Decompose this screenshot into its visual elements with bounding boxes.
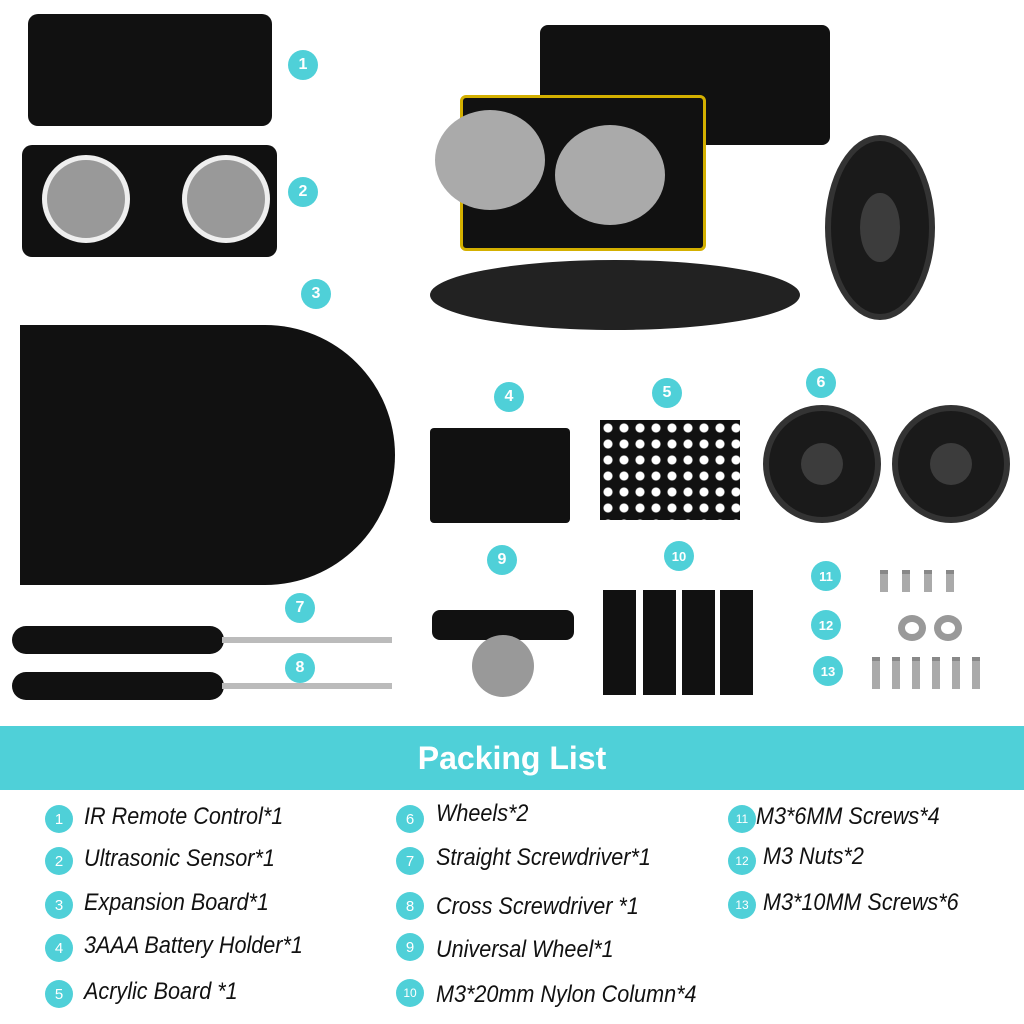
list-badge: 10 [396, 979, 424, 1007]
photo-badge-7: 7 [285, 593, 315, 623]
list-badge: 5 [45, 980, 73, 1008]
list-item: Acrylic Board *1 [84, 978, 238, 1005]
list-badge: 7 [396, 847, 424, 875]
list-badge: 12 [728, 847, 756, 875]
ultrasonic-sensor-image [22, 145, 277, 257]
list-item: Ultrasonic Sensor*1 [84, 845, 275, 872]
m3-10mm-screws-image [872, 657, 992, 691]
photo-badge-2: 2 [288, 177, 318, 207]
photo-badge-10: 10 [664, 541, 694, 571]
list-badge: 11 [728, 805, 756, 833]
straight-screwdriver-image [12, 626, 392, 656]
list-badge: 4 [45, 934, 73, 962]
photo-badge-5: 5 [652, 378, 682, 408]
m3-6mm-screws-image [880, 570, 970, 592]
cross-screwdriver-image [12, 672, 392, 702]
photo-badge-1: 1 [288, 50, 318, 80]
universal-wheel-image [432, 580, 574, 710]
list-item: Straight Screwdriver*1 [436, 844, 651, 871]
expansion-board-image [20, 325, 395, 585]
list-item: Expansion Board*1 [84, 889, 269, 916]
acrylic-board-image [600, 420, 740, 520]
battery-holder-image [430, 428, 570, 523]
wheel-image [763, 405, 881, 523]
list-badge: 2 [45, 847, 73, 875]
photo-badge-3: 3 [301, 279, 331, 309]
nylon-columns-image [603, 590, 753, 695]
photo-badge-11: 11 [811, 561, 841, 591]
list-badge: 9 [396, 933, 424, 961]
list-item: M3*10MM Screws*6 [763, 889, 959, 916]
photo-badge-9: 9 [487, 545, 517, 575]
list-item: Wheels*2 [436, 800, 529, 827]
photo-badge-4: 4 [494, 382, 524, 412]
list-item: M3*20mm Nylon Column*4 [436, 981, 697, 1008]
list-badge: 13 [728, 891, 756, 919]
list-item: 3AAA Battery Holder*1 [84, 932, 303, 959]
list-badge: 6 [396, 805, 424, 833]
list-badge: 3 [45, 891, 73, 919]
m3-nuts-image [898, 615, 968, 643]
photo-badge-8: 8 [285, 653, 315, 683]
robot-car-image [430, 25, 960, 355]
list-item: Universal Wheel*1 [436, 936, 614, 963]
wheel-image [892, 405, 1010, 523]
ir-remote-image [28, 14, 272, 126]
photo-badge-6: 6 [806, 368, 836, 398]
list-item: IR Remote Control*1 [84, 803, 284, 830]
packing-list-banner: Packing List [0, 726, 1024, 790]
list-item: M3 Nuts*2 [763, 843, 864, 870]
photo-badge-13: 13 [813, 656, 843, 686]
photo-badge-12: 12 [811, 610, 841, 640]
list-item: M3*6MM Screws*4 [756, 803, 940, 830]
list-badge: 8 [396, 892, 424, 920]
banner-title: Packing List [417, 739, 607, 776]
list-item: Cross Screwdriver *1 [436, 893, 639, 920]
list-badge: 1 [45, 805, 73, 833]
